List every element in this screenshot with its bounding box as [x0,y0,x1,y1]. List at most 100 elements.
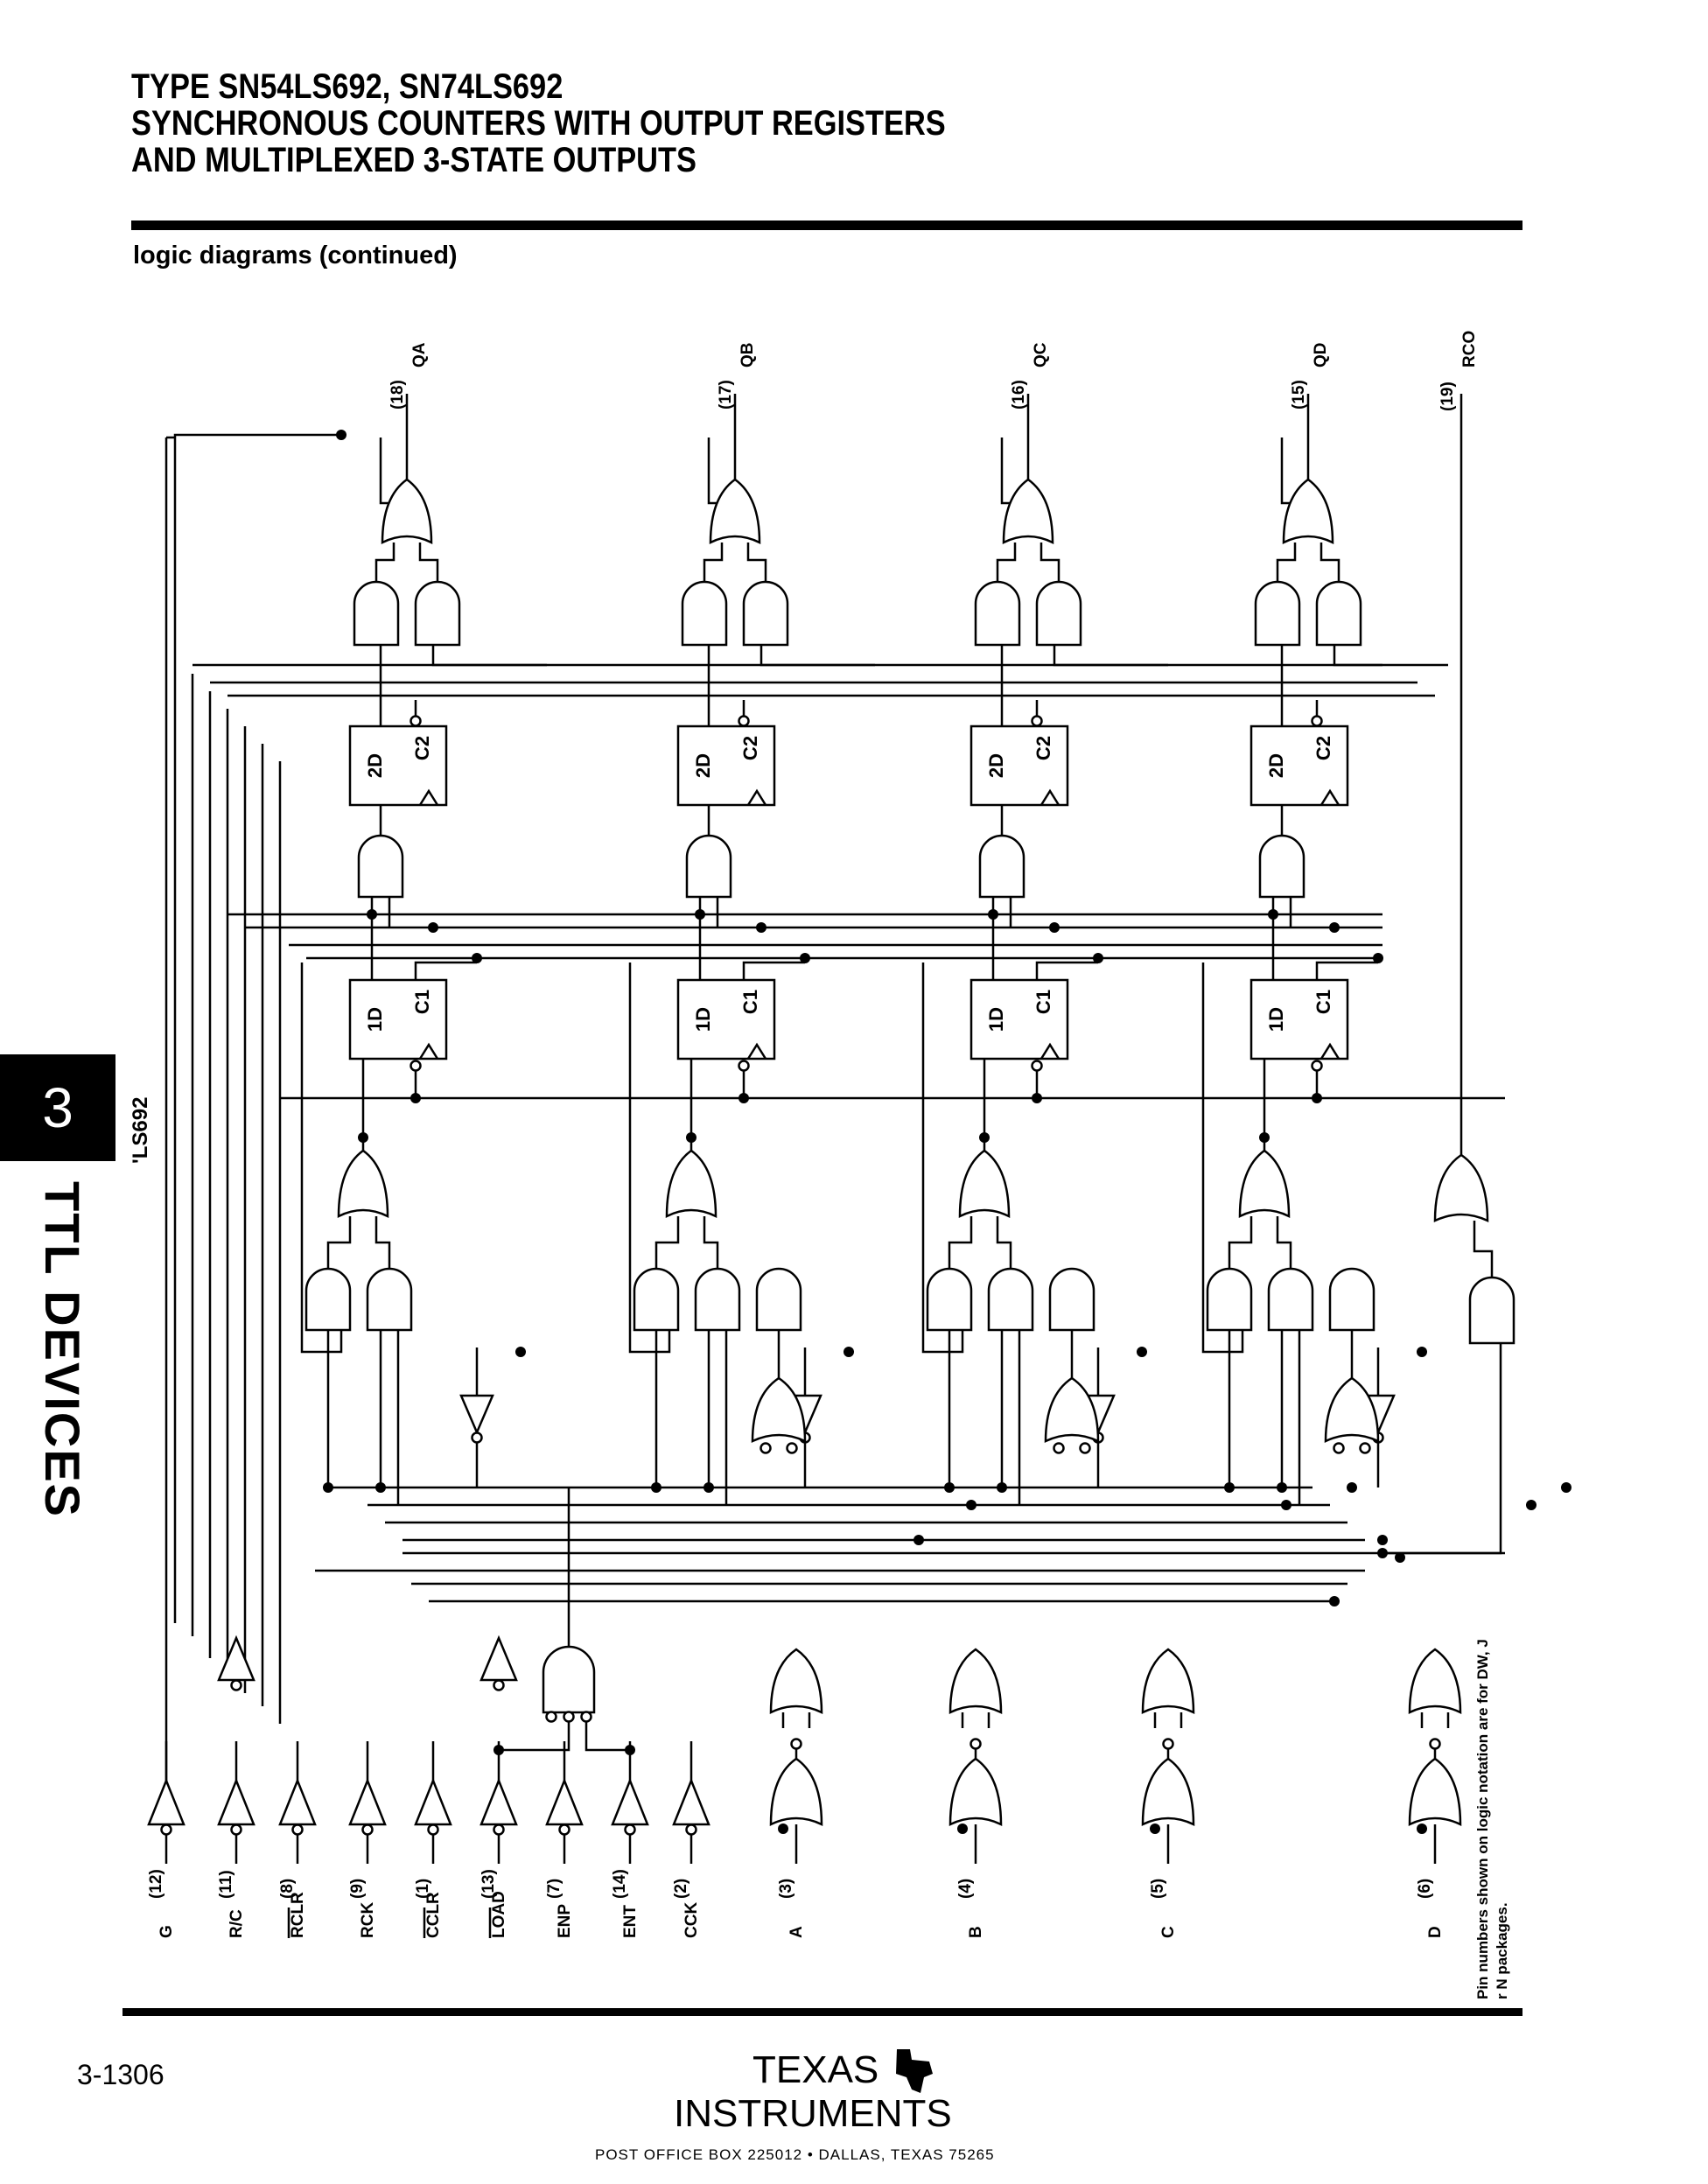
pin-note-line-2: r N packages. [1494,1902,1510,1999]
and-gate [1328,1267,1376,1332]
junction-dot [1281,1500,1292,1510]
junction-dot [1561,1482,1572,1493]
junction-dot [1395,1552,1405,1563]
junction-dot [1347,1482,1357,1493]
junction-dot [979,1132,990,1143]
inverter-bubble [230,1824,242,1836]
or-gate [769,1757,823,1826]
wire [654,1216,680,1269]
input-name: B [967,1926,985,1938]
ff-data-label: 1D [364,1007,386,1032]
and-gate [1258,834,1306,899]
and-gate [978,834,1026,899]
input-pin-number: (11) [217,1870,235,1899]
inverter-bubble [545,1711,557,1723]
junction-dot [323,1482,333,1493]
ff-clock-label: C1 [1312,990,1334,1014]
wire [431,645,547,667]
input-pin-number: (3) [777,1879,795,1899]
ff-data-label: 2D [364,753,386,778]
inverter-bubble [160,1824,172,1836]
junction-dot [1277,1482,1287,1493]
and-gate [542,1645,596,1714]
or-gate [381,478,433,545]
inverter-bubble [558,1824,570,1836]
and-gate [1267,1267,1314,1332]
ff-clock-label: C2 [1312,736,1334,760]
input-pin-number: (7) [545,1879,564,1899]
inverter-bubble [361,1824,374,1836]
and-gate [1035,580,1082,647]
or-gate [769,1648,823,1714]
wire [1473,1221,1494,1278]
input-name: RCK [359,1902,377,1938]
inverter-bubble [786,1442,798,1454]
buffer-up [480,1777,518,1826]
texas-instruments-logo: TEXAS INSTRUMENTS [674,2048,952,2135]
junction-dot [738,1093,749,1103]
junction-dot [686,1132,696,1143]
junction-dot [944,1482,955,1493]
wire [760,645,875,667]
wire [746,542,767,582]
inverter-bubble [563,1711,575,1723]
inverter-bubble [970,1738,982,1750]
and-gate [926,1267,973,1332]
buffer-up [611,1777,649,1826]
input-pin-number: (2) [672,1879,690,1899]
junction-dot [336,430,346,440]
output-pin-number: (18) [388,380,407,410]
wire [1053,645,1168,667]
wire [948,1216,973,1269]
junction-dot [966,1500,976,1510]
rco-pin-number: (19) [1438,382,1457,411]
and-gate [1206,1267,1253,1332]
wire [499,1722,570,1752]
inverter-bubble [1333,1442,1345,1454]
junction-dot [1417,1824,1427,1834]
clock-triangle [1320,788,1340,806]
ff-data-label: 2D [692,753,714,778]
inverter-bubble [1429,1738,1441,1750]
input-pin-number: (14) [611,1869,629,1899]
buffer-down [459,1394,494,1436]
junction-dot [472,953,482,963]
title-line-2: SYNCHRONOUS COUNTERS WITH OUTPUT REGISTE… [131,104,946,143]
and-gate [1315,580,1362,647]
page-number: 3-1306 [77,2059,164,2090]
and-gate [633,1267,680,1332]
and-gate [1048,1267,1096,1332]
section-subtitle: logic diagrams (continued) [133,242,458,270]
input-name: ENT [621,1905,640,1938]
and-gate [742,580,789,647]
wire [628,962,671,1354]
junction-dot [651,1482,662,1493]
junction-dot [1032,1093,1042,1103]
wire [374,1216,391,1269]
clock-triangle [746,1042,767,1060]
ff-clock-label: C2 [411,736,433,760]
title-line-1: TYPE SN54LS692, SN74LS692 [131,67,564,106]
clock-triangle [1320,1042,1340,1060]
or-gate [665,1149,718,1219]
junction-dot [1224,1482,1235,1493]
and-gate [304,1267,352,1332]
inverter-bubble [427,1824,439,1836]
input-pin-number: (9) [348,1879,367,1899]
wire [703,1216,719,1269]
junction-dot [494,1745,504,1755]
wire [996,542,1017,582]
ff-clock-label: C2 [739,736,761,760]
wire [1315,961,1378,980]
input-name: CCLR [424,1892,443,1938]
or-gate [958,1149,1011,1219]
clock-triangle [418,788,439,806]
input-name: LOAD [490,1891,508,1938]
wire [1320,542,1340,582]
wire [742,961,805,980]
inverter-bubble [1311,1060,1323,1072]
inverter-bubble [738,1060,750,1072]
input-pin-number: (4) [956,1879,975,1899]
inverter-bubble [230,1679,242,1691]
